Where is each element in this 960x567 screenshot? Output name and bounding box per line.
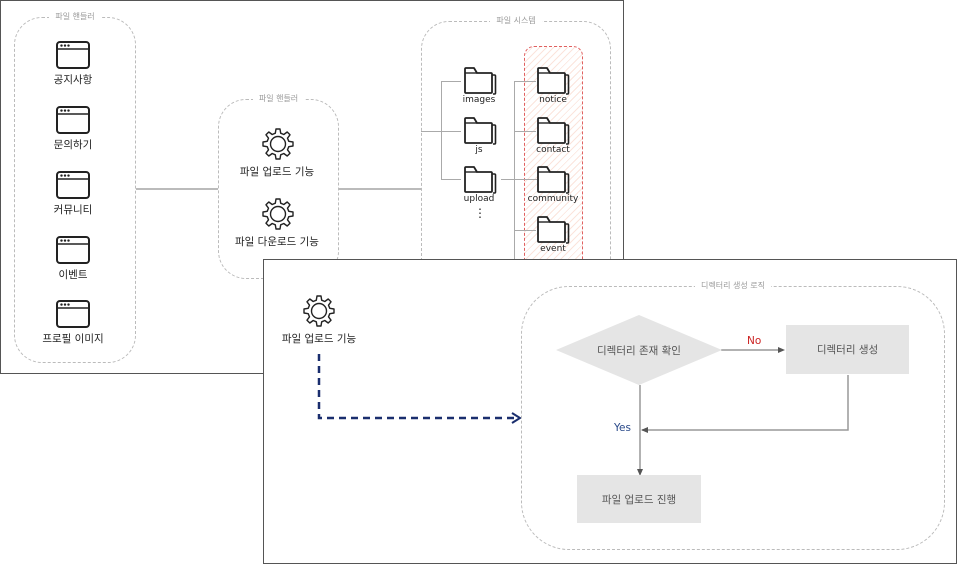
page-label: 커뮤니티 bbox=[53, 204, 93, 216]
arrowhead-icon bbox=[778, 347, 785, 353]
folder-icon bbox=[536, 214, 570, 244]
handler-group-functions: 파일 핸들러 bbox=[218, 94, 339, 279]
group-title: 파일 핸들러 bbox=[252, 94, 305, 103]
browser-window-icon bbox=[56, 300, 90, 328]
gear-icon bbox=[261, 197, 295, 231]
page-label: 문의하기 bbox=[53, 139, 93, 151]
tree-branch bbox=[514, 81, 536, 82]
subfolder-label[interactable]: notice bbox=[539, 95, 567, 105]
browser-window-icon bbox=[56, 171, 90, 199]
decision-label: 디렉터리 존재 확인 bbox=[597, 345, 681, 357]
folder-icon bbox=[463, 65, 497, 95]
group-title: 파일 핸들러 bbox=[49, 12, 101, 21]
tree-branch bbox=[421, 131, 441, 132]
yes-label: Yes bbox=[614, 422, 631, 434]
arrowhead-icon bbox=[641, 427, 648, 433]
page-label: 프로필 이미지 bbox=[42, 333, 104, 345]
proceed-upload-label: 파일 업로드 진행 bbox=[601, 493, 677, 506]
folder-icon bbox=[536, 164, 570, 194]
directory-logic-group: 디렉터리 생성 로직 bbox=[521, 281, 945, 550]
connector-handler-to-filesystem bbox=[338, 188, 421, 190]
folder-icon bbox=[463, 115, 497, 145]
directory-logic-panel: 파일 업로드 기능 디렉터리 생성 로직 디렉터리 존재 확인 No 디렉터리 … bbox=[263, 259, 957, 564]
flow-lines bbox=[637, 347, 849, 476]
folder-label[interactable]: js bbox=[475, 145, 483, 155]
subfolder-label[interactable]: event bbox=[540, 244, 566, 254]
folder-icon bbox=[536, 65, 570, 95]
decision-diamond bbox=[556, 315, 722, 385]
connector-left-to-handler bbox=[136, 188, 218, 190]
source-function-label: 파일 업로드 기능 bbox=[281, 333, 357, 345]
tree-line bbox=[514, 81, 515, 381]
more-folders-indicator: ⋮ bbox=[474, 206, 486, 220]
handler-group-pages: 파일 핸들러 bbox=[14, 12, 136, 363]
upload-to-logic-arrow bbox=[317, 354, 522, 424]
create-directory-step: 디렉터리 생성 bbox=[786, 325, 909, 374]
folder-icon bbox=[536, 115, 570, 145]
tree-branch bbox=[514, 131, 536, 132]
no-label: No bbox=[747, 335, 762, 347]
folder-icon bbox=[463, 164, 497, 194]
browser-window-icon bbox=[56, 41, 90, 69]
tree-branch bbox=[514, 230, 536, 231]
subfolder-label[interactable]: contact bbox=[536, 145, 570, 155]
tree-line bbox=[441, 81, 442, 179]
tree-branch bbox=[441, 81, 461, 82]
proceed-upload-step: 파일 업로드 진행 bbox=[577, 475, 701, 523]
arrowhead-icon bbox=[637, 469, 643, 476]
subfolder-label[interactable]: community bbox=[527, 194, 579, 204]
group-title: 디렉터리 생성 로직 bbox=[695, 281, 771, 290]
tree-branch bbox=[441, 179, 461, 180]
group-title: 파일 시스템 bbox=[490, 16, 542, 25]
create-return-line bbox=[642, 375, 849, 431]
folder-label[interactable]: images bbox=[462, 95, 496, 105]
gear-icon bbox=[261, 127, 295, 161]
browser-window-icon bbox=[56, 106, 90, 134]
tree-branch bbox=[441, 131, 461, 132]
page-label: 이벤트 bbox=[58, 269, 88, 281]
create-directory-label: 디렉터리 생성 bbox=[816, 344, 879, 356]
page-label: 공지사항 bbox=[53, 74, 93, 86]
tree-branch bbox=[501, 179, 537, 180]
folder-label[interactable]: upload bbox=[463, 194, 495, 204]
function-label-upload: 파일 업로드 기능 bbox=[239, 166, 315, 178]
browser-window-icon bbox=[56, 236, 90, 264]
function-label-download: 파일 다운로드 기능 bbox=[235, 236, 319, 248]
